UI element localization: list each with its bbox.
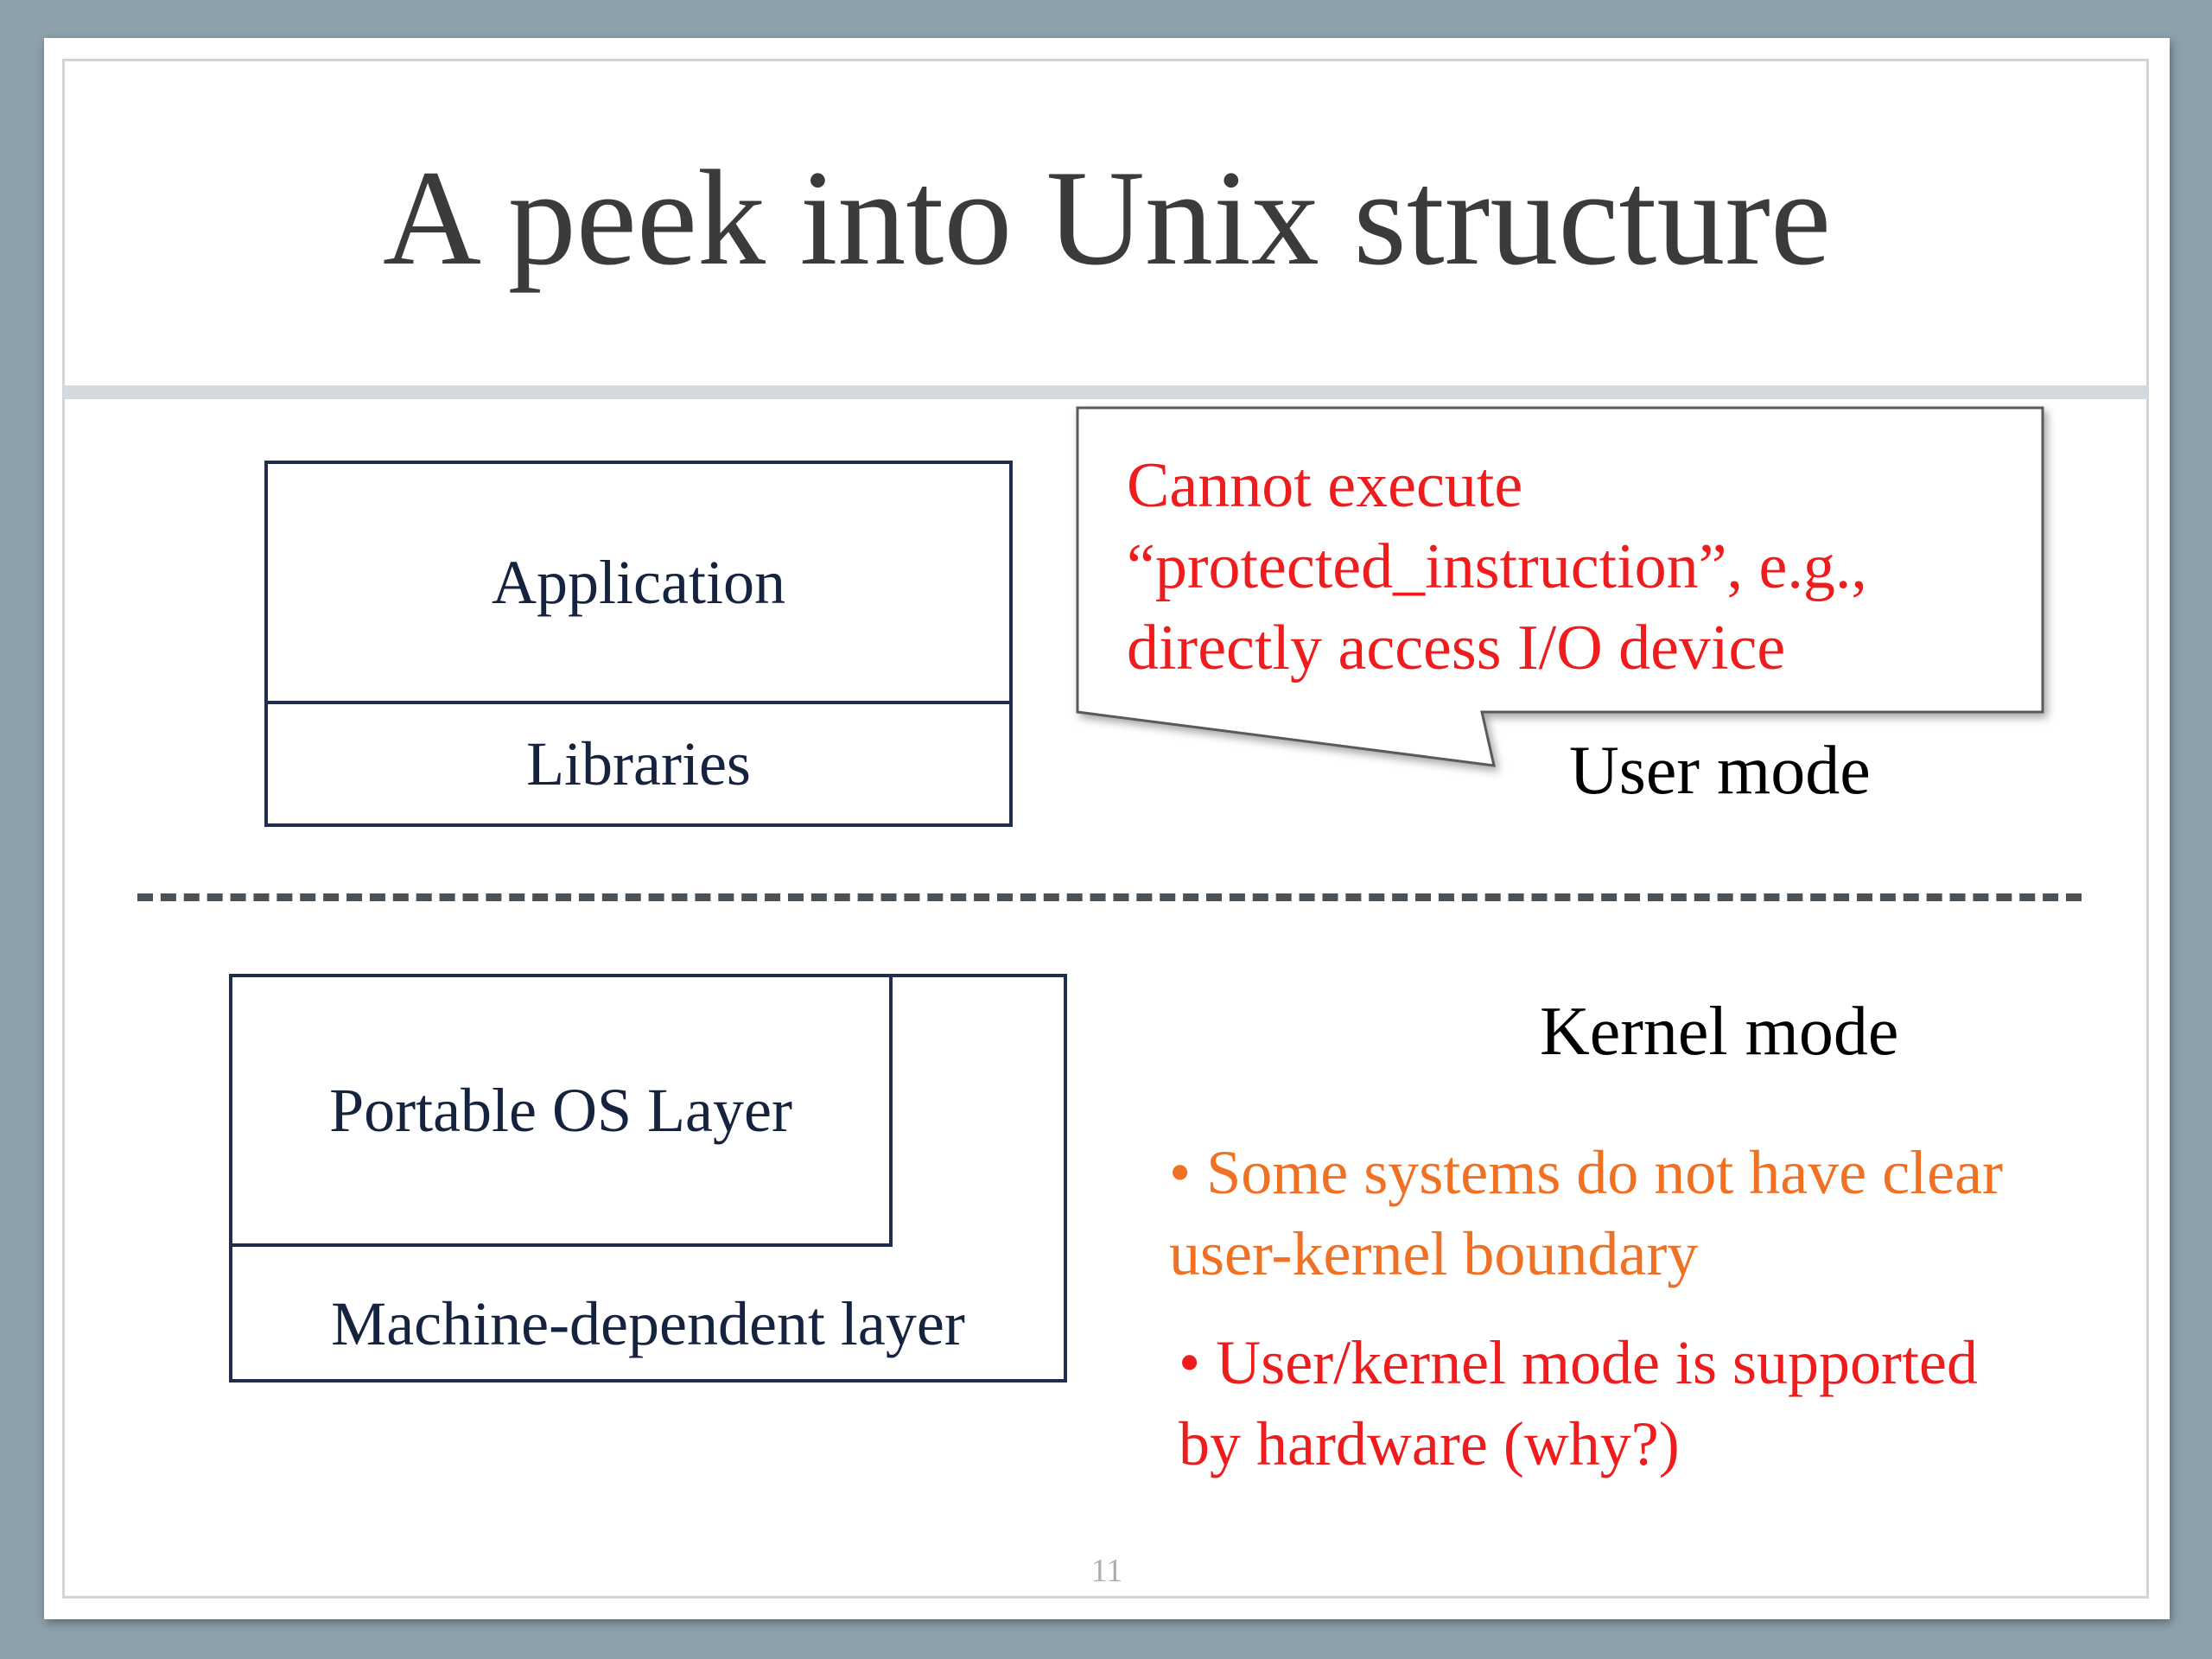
slide: A peek into Unix structure Application L…	[44, 38, 2170, 1619]
slide-frame	[62, 59, 2149, 1599]
title-divider	[63, 385, 2148, 399]
portable-os-box: Portable OS Layer	[229, 974, 893, 1247]
libraries-label: Libraries	[526, 728, 751, 798]
page-number: 11	[1090, 1553, 1123, 1589]
libraries-box: Libraries	[264, 701, 1013, 827]
portable-os-label: Portable OS Layer	[329, 1075, 792, 1145]
slide-title: A peek into Unix structure	[382, 143, 1832, 294]
callout-line: “protected_instruction”, e.g.,	[1127, 531, 1867, 602]
callout-line: directly access I/O device	[1127, 613, 1786, 683]
mode-boundary-line	[137, 893, 2082, 901]
callout-text: Cannot execute “protected_instruction”, …	[1127, 445, 2077, 689]
machine-dependent-label: Machine-dependent layer	[331, 1289, 965, 1358]
note-orange: • Some systems do not have clear user-ke…	[1169, 1138, 2004, 1288]
kernel-mode-label: Kernel mode	[1540, 994, 1899, 1070]
application-label: Application	[492, 547, 785, 617]
callout-line: Cannot execute	[1127, 450, 1523, 521]
callout-bubble	[1076, 406, 2044, 767]
user-mode-label: User mode	[1569, 733, 1871, 809]
note-red: • User/kernel mode is supported by hardw…	[1179, 1328, 1978, 1478]
